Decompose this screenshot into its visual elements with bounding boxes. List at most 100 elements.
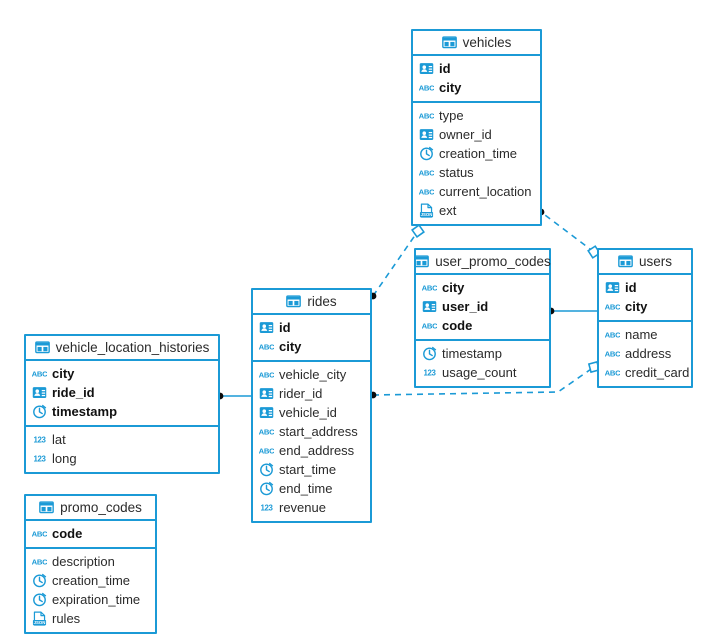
- 123-icon: 123: [424, 369, 437, 378]
- table-header-promo_codes[interactable]: promo_codes: [26, 496, 155, 521]
- primary-key-row[interactable]: id: [413, 59, 540, 78]
- field-row[interactable]: ABC vehicle_city: [253, 365, 370, 384]
- table-header-vehicle_location_histories[interactable]: vehicle_location_histories: [26, 336, 218, 361]
- field-row[interactable]: vehicle_id: [253, 403, 370, 422]
- field-row[interactable]: ABC credit_card: [599, 363, 691, 382]
- svg-text:123: 123: [34, 455, 47, 464]
- field-label: id: [625, 280, 637, 295]
- field-label: ride_id: [52, 385, 95, 400]
- field-row[interactable]: start_time: [253, 460, 370, 479]
- table-grid-icon: [618, 255, 633, 268]
- primary-key-row[interactable]: user_id: [416, 297, 549, 316]
- field-label: end_address: [279, 443, 355, 458]
- table-header-users[interactable]: users: [599, 250, 691, 275]
- svg-text:ABC: ABC: [259, 371, 274, 380]
- field-row[interactable]: end_time: [253, 479, 370, 498]
- table-title: rides: [307, 293, 337, 309]
- table-grid-icon: [441, 36, 457, 49]
- field-row[interactable]: rider_id: [253, 384, 370, 403]
- field-label: usage_count: [442, 365, 517, 380]
- abc-icon: ABC: [259, 343, 274, 352]
- field-label: rider_id: [279, 386, 323, 401]
- field-row[interactable]: creation_time: [413, 144, 540, 163]
- primary-key-row[interactable]: timestamp: [26, 402, 218, 421]
- table-title: vehicles: [462, 34, 512, 50]
- abc-icon: ABC: [259, 428, 274, 437]
- abc-icon: ABC: [259, 371, 274, 380]
- 123-icon: 123: [34, 455, 47, 464]
- svg-text:ABC: ABC: [422, 284, 437, 293]
- abc-icon: ABC: [605, 350, 620, 359]
- card-id-icon: [259, 407, 274, 418]
- svg-text:ABC: ABC: [605, 369, 620, 378]
- primary-key-row[interactable]: id: [599, 278, 691, 297]
- field-label: city: [279, 339, 302, 354]
- field-row[interactable]: expiration_time: [26, 590, 155, 609]
- field-label: credit_card: [625, 365, 690, 380]
- clock-icon: [260, 481, 274, 496]
- field-row[interactable]: timestamp: [416, 344, 549, 363]
- field-label: timestamp: [442, 346, 502, 361]
- primary-key-row[interactable]: ABC city: [253, 337, 370, 356]
- field-label: start_time: [279, 462, 337, 477]
- clock-icon: [423, 346, 437, 361]
- relationship-user_promo_codes-to-users[interactable]: [547, 307, 597, 315]
- relationship-many-marker: [411, 224, 425, 238]
- field-row[interactable]: owner_id: [413, 125, 540, 144]
- clock-icon: [260, 462, 274, 477]
- table-header-rides[interactable]: rides: [253, 290, 370, 315]
- field-label: vehicle_city: [279, 367, 347, 382]
- primary-key-row[interactable]: ride_id: [26, 383, 218, 402]
- field-row[interactable]: creation_time: [26, 571, 155, 590]
- primary-key-row[interactable]: id: [253, 318, 370, 337]
- field-label: current_location: [439, 184, 532, 199]
- svg-text:ABC: ABC: [259, 428, 274, 437]
- table-grid-icon: [286, 295, 302, 308]
- field-row[interactable]: ABC start_address: [253, 422, 370, 441]
- abc-icon: ABC: [32, 370, 47, 379]
- relationship-vehicle_location_histories-to-rides[interactable]: [216, 392, 251, 400]
- table-header-vehicles[interactable]: vehicles: [413, 31, 540, 56]
- field-label: status: [439, 165, 474, 180]
- abc-icon: ABC: [605, 331, 620, 340]
- field-label: start_address: [279, 424, 358, 439]
- field-row[interactable]: 123 usage_count: [416, 363, 549, 382]
- abc-icon: ABC: [419, 112, 434, 121]
- clock-icon: [33, 573, 47, 588]
- field-label: user_id: [442, 299, 489, 314]
- card-id-icon: [419, 63, 434, 74]
- field-label: ext: [439, 203, 457, 218]
- table-header-user_promo_codes[interactable]: user_promo_codes: [414, 250, 551, 275]
